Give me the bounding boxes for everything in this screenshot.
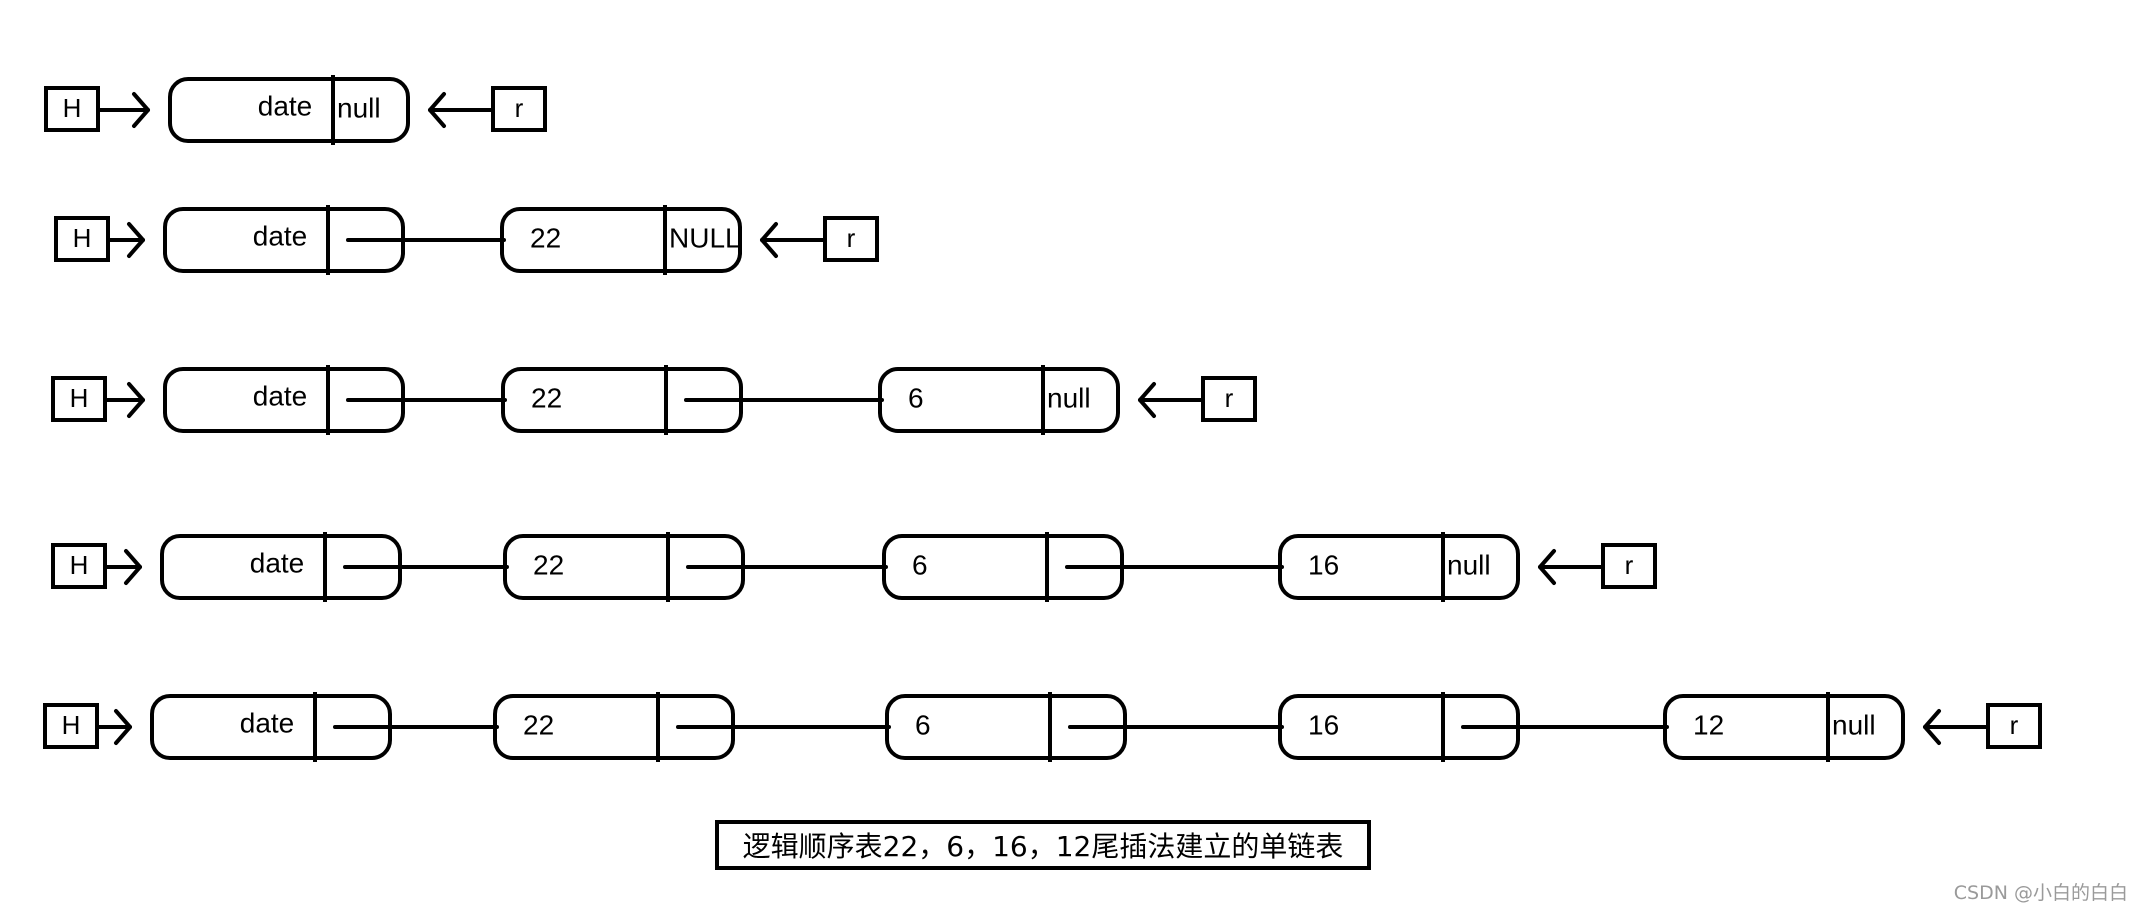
node-data-label: 6 [915,709,931,740]
rear-pointer-label: r [1225,383,1234,413]
rear-pointer-box [1601,543,1657,589]
rear-arrow-icon [1138,382,1156,418]
head-pointer-label: H [70,550,89,580]
rear-pointer-box [491,86,547,132]
head-pointer-label: H [63,93,82,123]
head-pointer-label: H [62,710,81,740]
node-data-label: 6 [912,549,928,580]
rear-pointer-box [1986,703,2042,749]
node-null-label: null [1447,549,1491,580]
head-arrow-icon [132,92,150,128]
node-data-label: 6 [908,382,924,413]
node-data-label: 22 [531,382,562,413]
node-data-label: 22 [523,709,554,740]
node-null-label: null [1047,382,1091,413]
node-data-label: date [258,90,313,121]
head-node [168,77,410,143]
head-arrow-icon [127,222,145,258]
watermark: CSDN @小白的白白 [1953,882,2128,904]
head-pointer-label: H [73,223,92,253]
head-arrow-icon [127,382,145,418]
head-arrow-icon [124,549,142,585]
rear-arrow-icon [428,92,446,128]
node-data-label: 16 [1308,549,1339,580]
node-data-label: 12 [1693,709,1724,740]
list-node [500,207,742,273]
list-node [878,367,1120,433]
rear-arrow-icon [1538,549,1556,585]
rear-pointer-label: r [2010,710,2019,740]
rear-pointer-label: r [847,223,856,253]
rear-pointer-label: r [515,93,524,123]
rear-arrow-icon [760,222,778,258]
list-node [1663,694,1905,760]
node-data-label: date [253,220,308,251]
node-data-label: date [250,547,305,578]
rear-pointer-box [823,216,879,262]
node-data-label: 16 [1308,709,1339,740]
node-null-label: null [1832,709,1876,740]
caption: 逻辑顺序表22，6，16，12尾插法建立的单链表 [715,820,1371,870]
rear-arrow-icon [1923,709,1941,745]
rear-pointer-box [1201,376,1257,422]
node-data-label: 22 [533,549,564,580]
head-pointer-label: H [70,383,89,413]
node-data-label: date [240,707,295,738]
node-null-label: NULL [669,222,741,253]
node-data-label: date [253,380,308,411]
list-node [1278,534,1520,600]
rear-pointer-label: r [1625,550,1634,580]
head-arrow-icon [114,709,132,745]
node-null-label: null [337,92,381,123]
node-data-label: 22 [530,222,561,253]
